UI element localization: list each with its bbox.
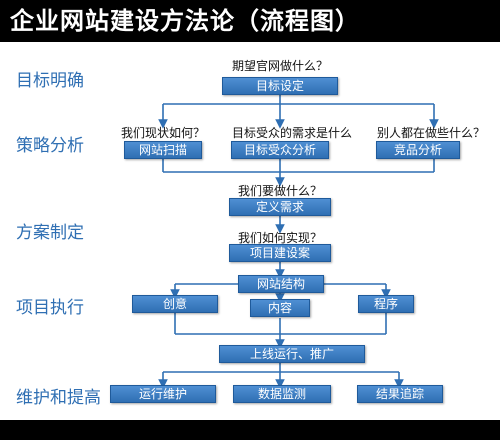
question-todo: 我们要做什么？ xyxy=(237,184,322,198)
box-tracking: 结果追踪 xyxy=(357,385,443,403)
box-site-structure: 网站结构 xyxy=(238,275,324,293)
box-content: 内容 xyxy=(250,299,310,317)
stage-label-goal: 目标明确 xyxy=(16,71,84,91)
stage-label-maintain: 维护和提高 xyxy=(16,388,101,408)
box-program: 程序 xyxy=(358,295,414,313)
box-define-needs: 定义需求 xyxy=(229,198,331,216)
question-current: 我们现状如何？ xyxy=(120,126,205,140)
box-audience-analysis: 目标受众分析 xyxy=(231,141,329,159)
stage-label-plan: 方案制定 xyxy=(16,223,84,243)
box-site-scan: 网站扫描 xyxy=(124,141,202,159)
box-launch: 上线运行、推广 xyxy=(219,345,365,363)
stage-label-execute: 项目执行 xyxy=(16,298,84,318)
question-how: 我们如何实现？ xyxy=(237,231,322,245)
page-title: 企业网站建设方法论（流程图） xyxy=(0,0,500,42)
question-competitor: 别人都在做些什么？ xyxy=(376,126,485,140)
question-audience: 目标受众的需求是什么 xyxy=(231,126,352,140)
stage-label-strategy: 策略分析 xyxy=(16,136,84,156)
box-goal-setting: 目标设定 xyxy=(222,77,338,95)
box-competitor-analysis: 竞品分析 xyxy=(376,141,460,159)
box-ops: 运行维护 xyxy=(110,385,216,403)
box-project-proposal: 项目建设案 xyxy=(229,244,331,262)
box-creative: 创意 xyxy=(132,295,218,313)
question-goal: 期望官网做什么？ xyxy=(231,59,328,73)
bottom-bar xyxy=(0,420,500,440)
box-monitoring: 数据监测 xyxy=(233,385,331,403)
